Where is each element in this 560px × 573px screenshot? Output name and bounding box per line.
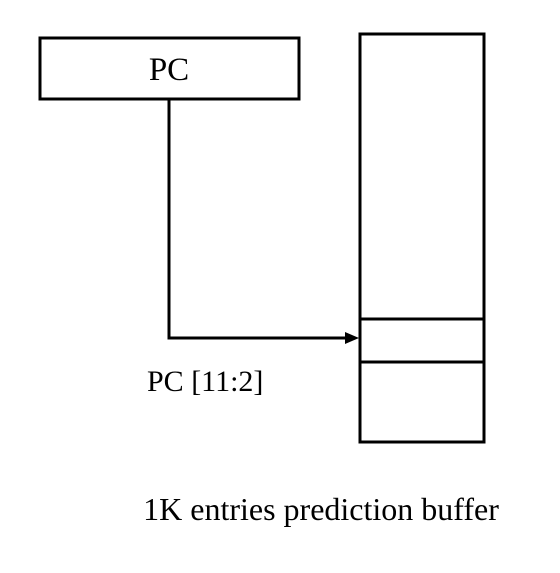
pc-index-connector <box>167 99 350 340</box>
connector-arrowhead <box>345 332 359 344</box>
pc-index-label: PC [11:2] <box>147 365 263 398</box>
pc-register-label: PC <box>149 52 189 88</box>
buffer-caption: 1K entries prediction buffer <box>143 491 499 527</box>
prediction-buffer-box <box>358 32 486 444</box>
